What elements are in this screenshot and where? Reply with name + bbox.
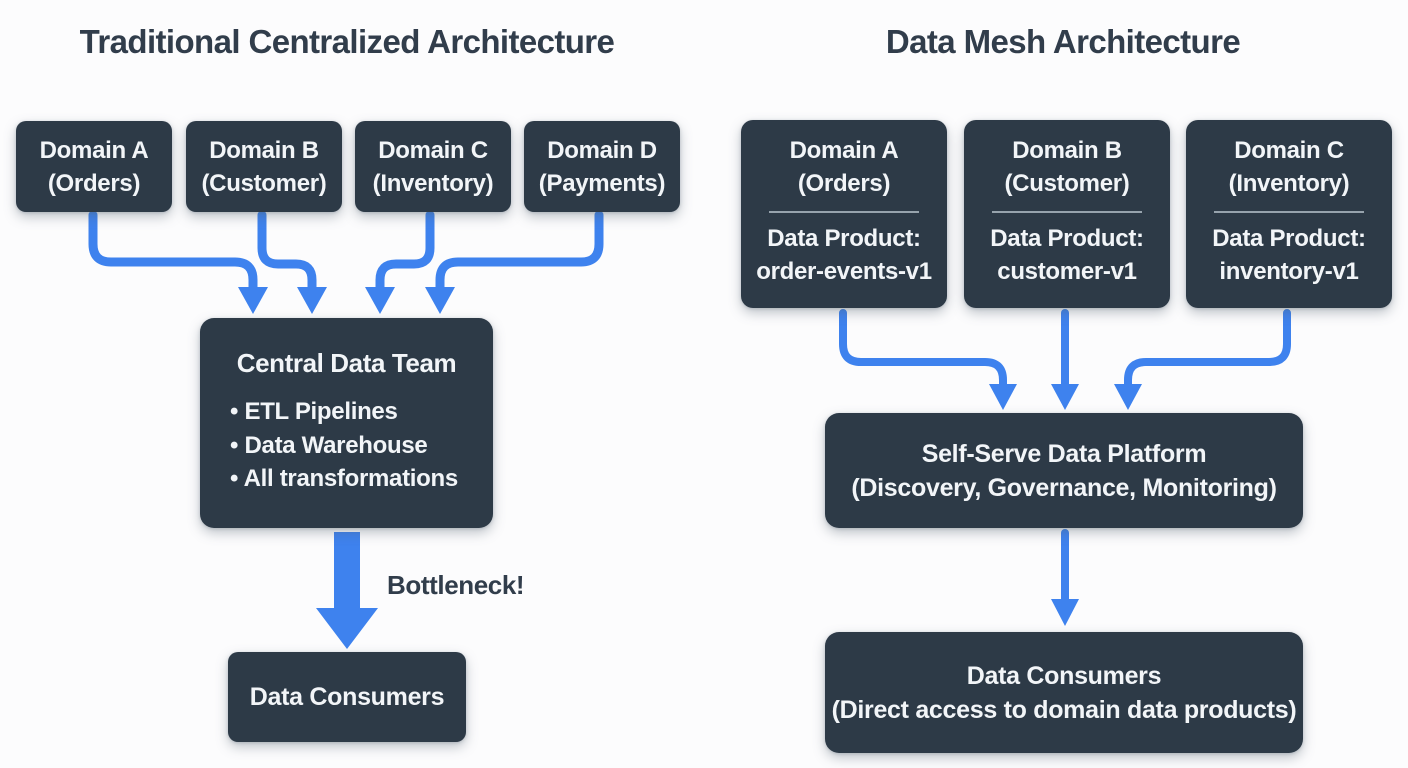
consumers-label: Data Consumers xyxy=(249,682,445,711)
domain-detail: (Inventory) xyxy=(1228,170,1350,197)
domain-name: Domain A xyxy=(39,136,149,164)
central-data-team-box: Central Data Team ETL Pipelines Data War… xyxy=(200,318,493,528)
right-column-title: Data Mesh Architecture xyxy=(885,23,1241,60)
mesh-domain-box-b-customer: Domain B (Customer) Data Product: custom… xyxy=(964,120,1170,308)
arrowhead-mesh-c-icon xyxy=(1114,384,1142,410)
domain-detail: (Customer) xyxy=(1004,170,1130,197)
arrowhead-b-icon xyxy=(297,287,327,314)
arrow-mesh-domain-c-icon xyxy=(1124,309,1291,388)
data-product-label: Data Product: xyxy=(1212,225,1366,252)
bullet-item: ETL Pipelines xyxy=(230,395,458,429)
consumers-title: Data Consumers xyxy=(966,661,1162,690)
data-product-label: Data Product: xyxy=(990,225,1144,252)
domain-name: Domain A xyxy=(789,137,899,164)
arrow-domain-c-to-central-icon xyxy=(375,210,435,292)
domain-name: Domain C xyxy=(378,136,488,164)
arrow-domain-a-to-central-icon xyxy=(88,210,258,292)
domain-name: Domain C xyxy=(1234,137,1344,164)
data-product-name: inventory-v1 xyxy=(1219,258,1359,285)
arrowhead-d-icon xyxy=(425,287,455,314)
central-team-title: Central Data Team xyxy=(236,348,457,378)
domain-detail: (Payments) xyxy=(538,169,666,197)
divider xyxy=(769,211,919,213)
data-consumers-box-left: Data Consumers xyxy=(228,652,466,742)
arrowhead-a-icon xyxy=(238,287,268,314)
domain-box-b-customer: Domain B (Customer) xyxy=(186,121,342,212)
arrow-domain-b-to-central-icon xyxy=(257,210,317,292)
domain-box-a-orders: Domain A (Orders) xyxy=(16,121,172,212)
domain-detail: (Customer) xyxy=(201,169,327,197)
arrowhead-platform-consumers-icon xyxy=(1051,599,1079,626)
domain-detail: (Orders) xyxy=(797,170,891,197)
domain-detail: (Orders) xyxy=(47,169,141,197)
left-column-title: Traditional Centralized Architecture xyxy=(79,23,615,60)
central-team-bullet-list: ETL Pipelines Data Warehouse All transfo… xyxy=(200,395,459,496)
divider xyxy=(1214,211,1364,213)
mesh-domain-box-a-orders: Domain A (Orders) Data Product: order-ev… xyxy=(741,120,947,308)
mesh-domain-box-c-inventory: Domain C (Inventory) Data Product: inven… xyxy=(1186,120,1392,308)
bottleneck-label: Bottleneck! xyxy=(387,570,525,600)
arrowhead-mesh-b-icon xyxy=(1051,384,1079,410)
bullet-item: All transformations xyxy=(230,462,459,496)
data-product-name: order-events-v1 xyxy=(756,258,932,285)
domain-box-c-inventory: Domain C (Inventory) xyxy=(355,121,511,212)
platform-subtitle: (Discovery, Governance, Monitoring) xyxy=(851,473,1277,502)
domain-detail: (Inventory) xyxy=(372,169,494,197)
domain-box-d-payments: Domain D (Payments) xyxy=(524,121,680,212)
consumers-subtitle: (Direct access to domain data products) xyxy=(831,695,1297,724)
bullet-item: Data Warehouse xyxy=(230,429,458,463)
platform-title: Self-Serve Data Platform xyxy=(921,439,1207,468)
arrowhead-mesh-a-icon xyxy=(989,384,1017,410)
divider xyxy=(992,211,1142,213)
arrowhead-c-icon xyxy=(365,287,395,314)
bottleneck-arrow-icon xyxy=(316,532,378,649)
arrow-domain-d-to-central-icon xyxy=(435,210,604,292)
data-product-label: Data Product: xyxy=(767,225,921,252)
domain-name: Domain D xyxy=(547,136,657,164)
arrow-mesh-domain-a-icon xyxy=(839,309,1007,388)
domain-name: Domain B xyxy=(1012,137,1122,164)
self-serve-platform-box: Self-Serve Data Platform (Discovery, Gov… xyxy=(825,413,1303,528)
data-consumers-box-right: Data Consumers (Direct access to domain … xyxy=(825,632,1303,753)
domain-name: Domain B xyxy=(209,136,319,164)
data-product-name: customer-v1 xyxy=(997,258,1137,285)
